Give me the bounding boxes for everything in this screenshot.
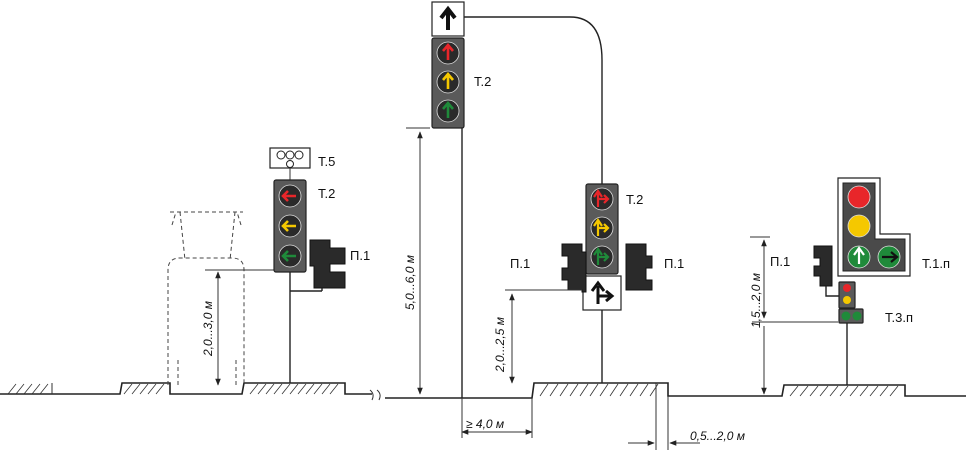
dim-min-distance: ≥ 4,0 м (461, 398, 533, 438)
ground-line (0, 382, 966, 401)
label-t3p: Т.3.п (885, 310, 913, 325)
vehicle-outline (167, 211, 245, 385)
arrow-up-right-red-icon (593, 189, 610, 207)
arrow-up-red-icon (442, 42, 454, 60)
curb-hatching (7, 383, 899, 397)
label-p1-middle-left: П.1 (510, 256, 530, 271)
dim-label-min-distance: ≥ 4,0 м (466, 417, 504, 431)
arrow-left-yellow-icon (281, 220, 296, 232)
arrow-up-right-sign-icon (590, 280, 615, 304)
dim-label-overhead-height: 5,0...6,0 м (403, 255, 417, 310)
mast-arm (461, 16, 603, 398)
label-p1-left: П.1 (350, 248, 370, 263)
arrow-left-green-icon (281, 250, 296, 262)
label-p1-right: П.1 (770, 254, 790, 269)
direction-sign-middle (582, 275, 622, 311)
signal-t2-left (273, 179, 307, 273)
signal-p1-right (813, 245, 848, 297)
label-t2-left: Т.2 (318, 186, 335, 201)
signal-t5 (269, 147, 311, 180)
dim-right-height: 1,5...2,0 м (749, 236, 838, 395)
signal-p1-left (289, 239, 346, 383)
arrow-up-sign-icon (439, 5, 457, 30)
label-t2-middle: Т.2 (626, 192, 643, 207)
label-t2-overhead: Т.2 (474, 74, 491, 89)
signal-t1p (837, 177, 911, 277)
signal-t3p (838, 281, 864, 385)
dim-label-right-height: 1,5...2,0 м (749, 273, 763, 328)
arrow-up-right-yellow-icon (593, 218, 610, 236)
dim-vehicle-height: 2,0...3,0 м (201, 269, 278, 386)
signal-t2-overhead (431, 1, 465, 129)
signal-p1-middle-right (625, 243, 653, 291)
signal-t2-middle (585, 183, 619, 275)
arrow-up-green-lamp-icon (853, 246, 865, 264)
dim-overhead-height: 5,0...6,0 м (403, 127, 430, 395)
lamp-red (847, 185, 871, 209)
lamp-yellow (847, 214, 871, 238)
label-p1-middle-right: П.1 (664, 256, 684, 271)
label-t5: Т.5 (318, 154, 335, 169)
dim-edge-offset: 0,5...2,0 м (628, 383, 745, 450)
arrow-left-red-icon (281, 190, 296, 202)
dim-label-vehicle-height: 2,0...3,0 м (201, 301, 215, 357)
label-t1p: Т.1.п (922, 256, 950, 271)
dim-side-height: 2,0...2,5 м (493, 289, 582, 384)
dim-label-side-height: 2,0...2,5 м (493, 317, 507, 373)
arrow-up-green-icon (442, 100, 454, 118)
arrow-up-right-green-icon (593, 247, 610, 265)
arrow-up-yellow-icon (442, 71, 454, 89)
signal-p1-middle-left (561, 243, 587, 293)
dim-label-edge-offset: 0,5...2,0 м (690, 429, 745, 443)
arrow-right-green-lamp-icon (882, 251, 899, 263)
